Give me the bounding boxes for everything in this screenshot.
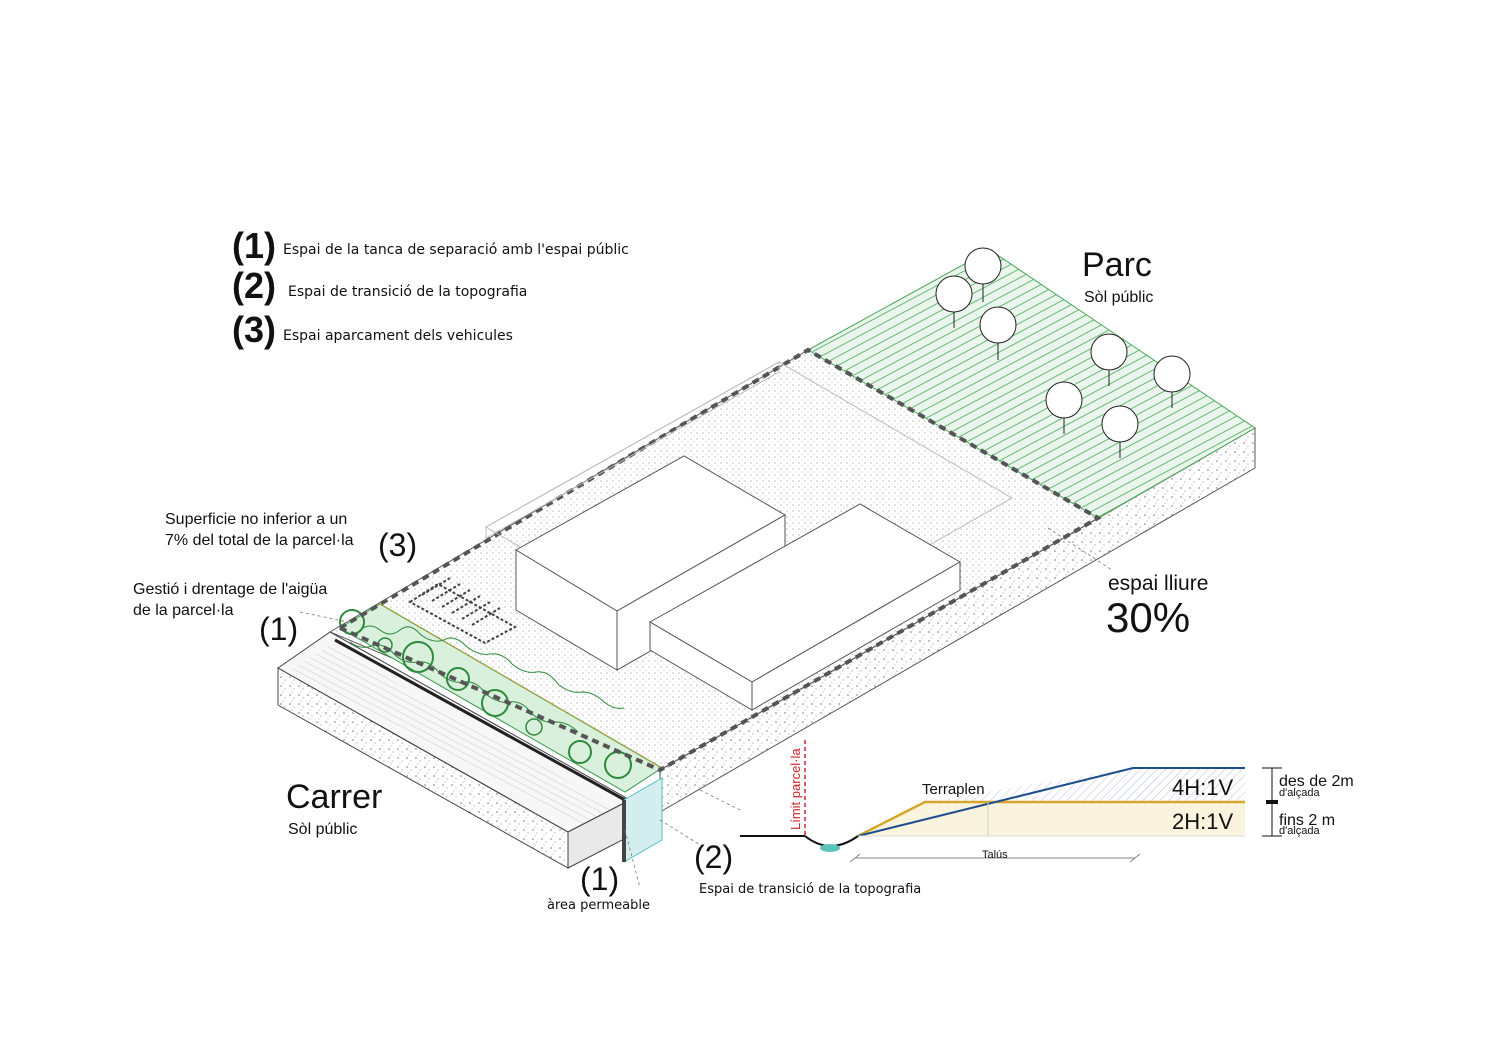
legend-item-2: (2) Espai de transició de la topografia bbox=[232, 265, 527, 306]
parking-line bbox=[461, 601, 491, 620]
tree-canopy bbox=[1153, 355, 1191, 393]
legend-item-3: (3) Espai aparcament dels vehicules bbox=[232, 309, 513, 350]
leader-line bbox=[299, 611, 349, 623]
section-lower-fill bbox=[858, 802, 1245, 836]
strip-hedge bbox=[359, 625, 625, 709]
espai-lliure-label: espai lliure bbox=[1108, 572, 1208, 595]
parc-subtitle: Sòl públic bbox=[1084, 289, 1153, 306]
parking-stalls bbox=[408, 577, 518, 645]
leader-lines bbox=[299, 527, 1113, 889]
plot-boundary bbox=[338, 347, 1103, 773]
building bbox=[515, 455, 961, 711]
parking-line bbox=[451, 595, 481, 614]
carrer-subtitle: Sòl públic bbox=[288, 821, 357, 838]
park-trees bbox=[935, 247, 1191, 458]
permeable-panel bbox=[622, 777, 663, 863]
tree-canopy bbox=[964, 247, 1002, 285]
talus-tick bbox=[849, 853, 861, 863]
street-slab bbox=[277, 631, 632, 869]
gestio-note-line2: de la parcel·la bbox=[133, 602, 234, 619]
legend: (1) Espai de la tanca de separació amb l… bbox=[232, 225, 629, 350]
curb-line bbox=[334, 638, 626, 802]
park-area bbox=[806, 249, 1256, 519]
superficie-note-line1: Superficie no inferior a un bbox=[165, 511, 347, 528]
street-lines bbox=[290, 645, 615, 826]
carrer-title: Carrer bbox=[286, 778, 382, 816]
tree-canopy bbox=[1101, 405, 1139, 443]
ratio-2h1v: 2H:1V bbox=[1172, 809, 1233, 834]
callout-1-top: (1) bbox=[259, 611, 298, 647]
footprint-outline-inner bbox=[485, 361, 780, 539]
parking-line bbox=[431, 583, 461, 602]
lower-dim-sublabel: d'alçada bbox=[1279, 825, 1321, 837]
leader-line bbox=[1047, 527, 1113, 571]
strip-edge bbox=[379, 603, 663, 769]
legend-text: Espai de transició de la topografia bbox=[288, 284, 527, 300]
slope-4h1v-line bbox=[857, 767, 1245, 837]
strip-tree bbox=[402, 641, 434, 673]
park-lawn-hatch bbox=[808, 250, 1255, 518]
limit-label: Límit parcel·la bbox=[788, 748, 803, 830]
talus-tick bbox=[1129, 853, 1141, 863]
slope-2h1v-line bbox=[857, 800, 1245, 838]
ratio-4h1v: 4H:1V bbox=[1172, 775, 1233, 800]
superficie-note-line2: 7% del total de la parcel·la bbox=[165, 532, 354, 549]
callout-3: (3) bbox=[378, 527, 417, 563]
callout-1-bottom: (1) bbox=[580, 861, 619, 897]
building-side-annex bbox=[751, 561, 961, 711]
parc-title: Parc bbox=[1082, 246, 1152, 284]
legend-number: (2) bbox=[232, 265, 276, 306]
legend-text: Espai aparcament dels vehicules bbox=[283, 328, 513, 344]
terraplen-label: Terraplen bbox=[922, 781, 985, 798]
section-upper-hatch bbox=[925, 768, 1245, 802]
legend-item-1: (1) Espai de la tanca de separació amb l… bbox=[232, 225, 629, 266]
tree-canopy bbox=[935, 275, 973, 313]
lower-dim-label: fins 2 m bbox=[1279, 812, 1335, 829]
strip-tree bbox=[568, 740, 592, 764]
tree-canopy bbox=[1090, 333, 1128, 371]
parking-line bbox=[441, 589, 471, 608]
callout-2-label: Espai de transició de la topografia bbox=[699, 882, 921, 897]
permeable-area-label: àrea permeable bbox=[547, 898, 650, 913]
talus-label: Talús bbox=[982, 849, 1008, 861]
leader-line bbox=[659, 819, 706, 849]
leader-line bbox=[699, 789, 741, 811]
parking-line bbox=[471, 607, 501, 626]
section-water bbox=[820, 844, 840, 852]
height-dim-mid bbox=[1266, 800, 1278, 804]
gestio-note-line1: Gestió i drentage de l'aigüa bbox=[133, 581, 327, 598]
legend-text: Espai de la tanca de separació amb l'esp… bbox=[283, 242, 629, 258]
strip-shrub bbox=[525, 718, 543, 736]
callout-2: (2) bbox=[694, 839, 733, 875]
legend-number: (1) bbox=[232, 225, 276, 266]
leader-line bbox=[624, 829, 641, 889]
terrain-section: Límit parcel·la Terraplen 4H:1V 2H:1V Ta… bbox=[740, 740, 1354, 863]
legend-number: (3) bbox=[232, 309, 276, 350]
boundary-line bbox=[338, 347, 1103, 773]
espai-lliure-value: 30% bbox=[1106, 594, 1190, 641]
parking-outline bbox=[408, 582, 518, 645]
upper-dim-label: des de 2m bbox=[1279, 773, 1354, 790]
parking-line bbox=[421, 577, 451, 596]
tree-canopy bbox=[979, 306, 1017, 344]
upper-dim-sublabel: d'alçada bbox=[1279, 787, 1321, 799]
tree-canopy bbox=[1045, 381, 1083, 419]
